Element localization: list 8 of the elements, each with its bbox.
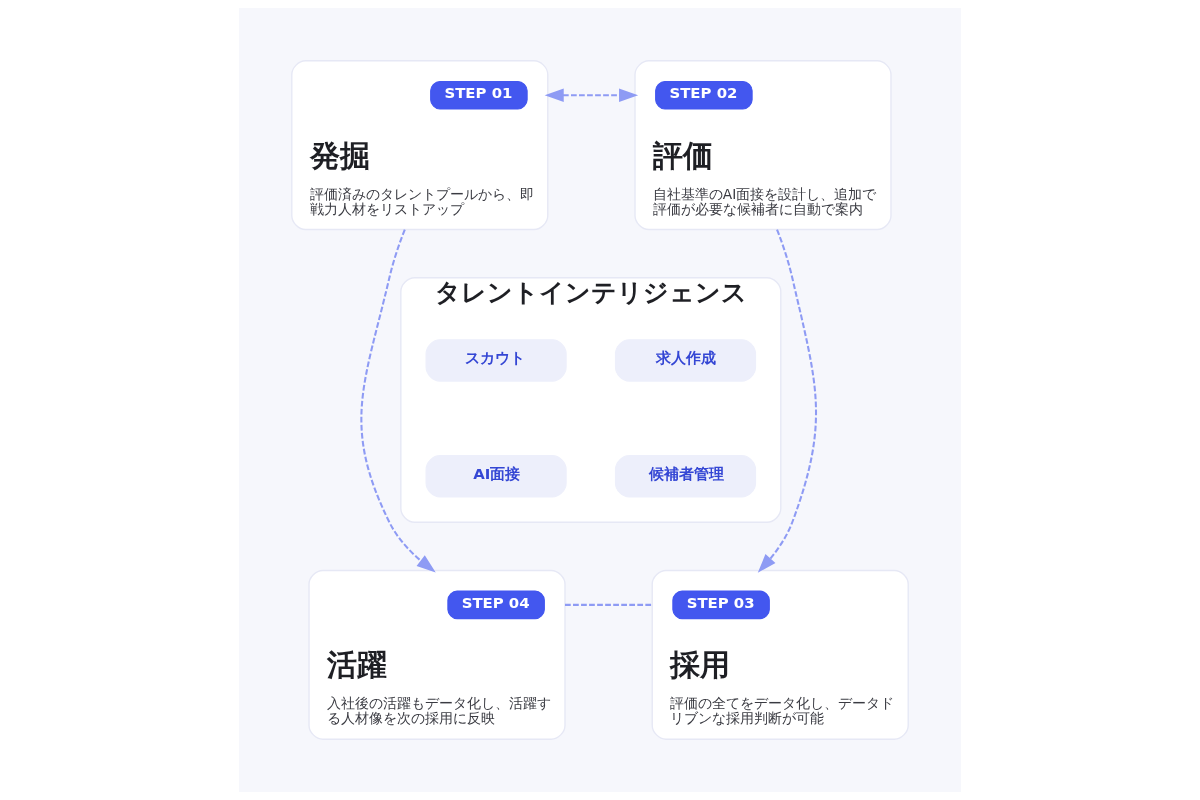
node-box: STEP 01	[430, 80, 528, 110]
arrow	[360, 229, 436, 573]
node-box: STEP 02	[655, 80, 753, 110]
arrow	[544, 88, 639, 102]
arrow	[757, 229, 817, 573]
node-box: STEP 04	[447, 590, 545, 620]
connector	[565, 603, 653, 606]
node-box: STEP 03	[672, 590, 770, 620]
